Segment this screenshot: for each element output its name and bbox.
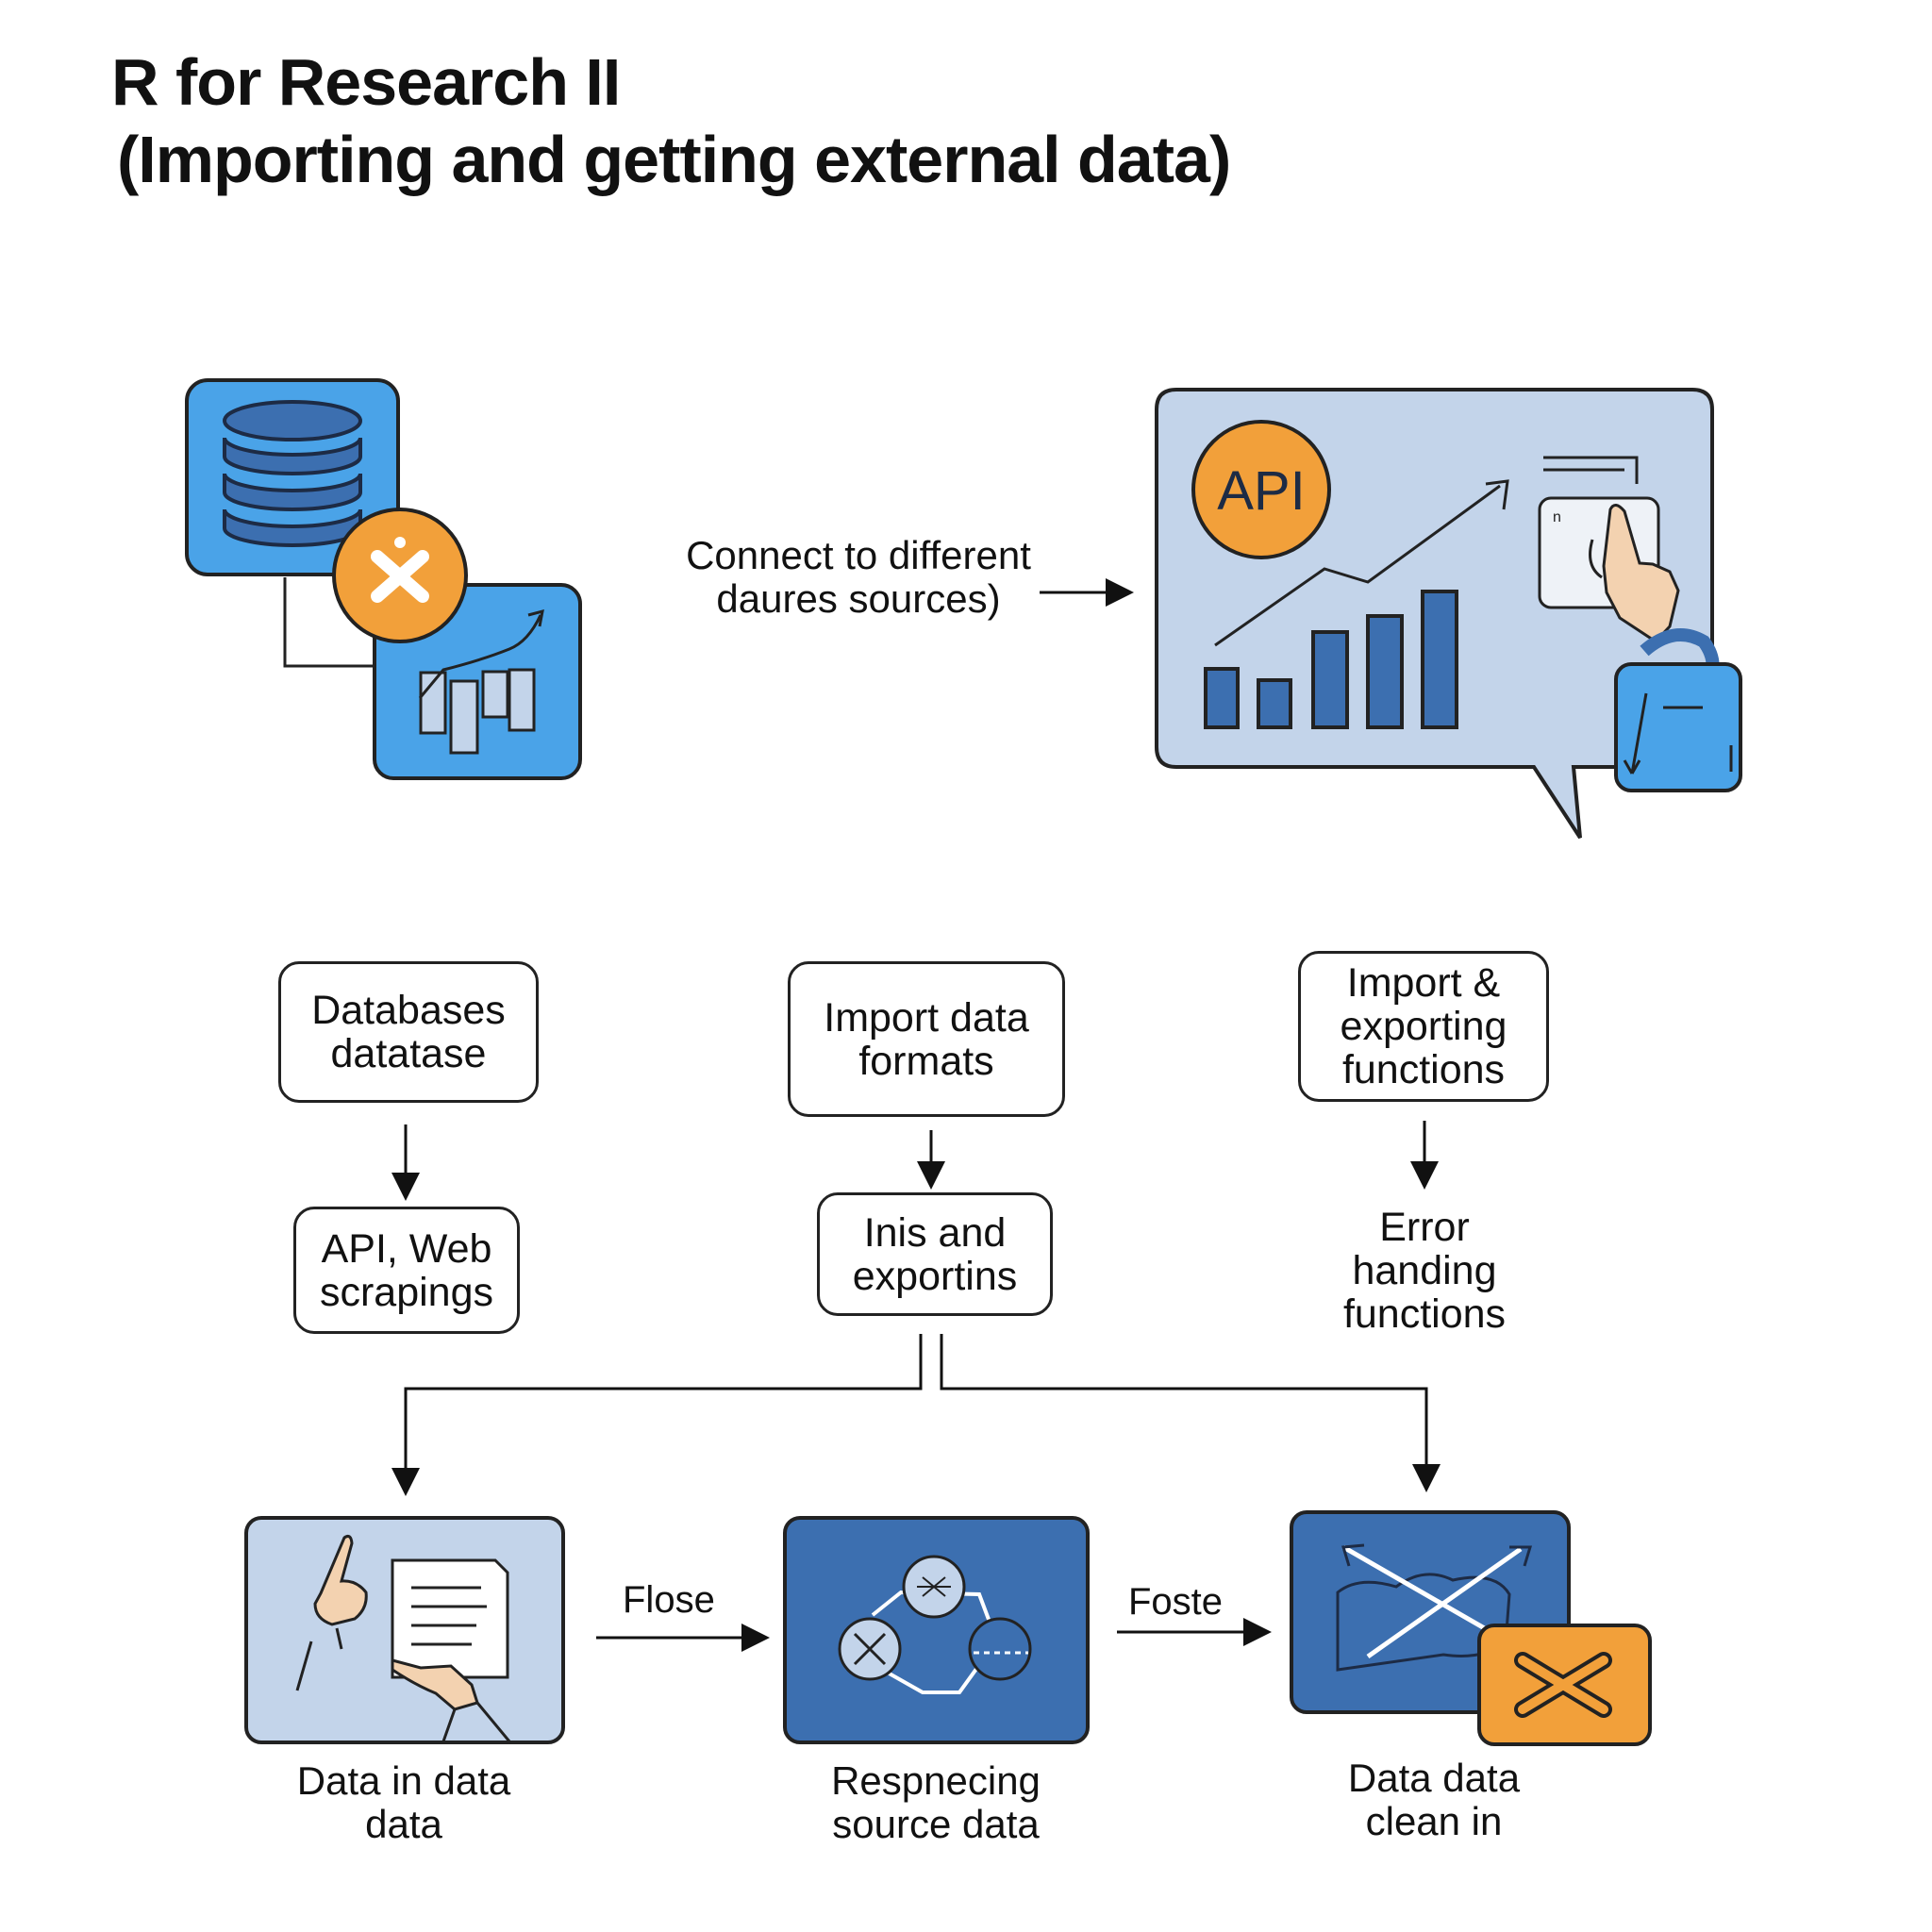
svg-text:n: n — [1553, 509, 1561, 525]
respnecing-card — [783, 1516, 1090, 1744]
data-in-caption: Data in data data — [253, 1759, 555, 1846]
api-web-box-line-1: API, Web — [321, 1225, 492, 1272]
title-line-2: (Importing and getting external data) — [117, 123, 1231, 196]
inis-exportins-line-2: exportins — [852, 1253, 1018, 1299]
bag-icon — [1614, 628, 1742, 792]
data-clean-caption-line-2: clean in — [1365, 1799, 1503, 1843]
error-handing-line-3: functions — [1342, 1291, 1507, 1337]
api-badge-icon: API — [1191, 420, 1331, 559]
close-icon — [332, 508, 468, 643]
api-web-box: API, Web scrapings — [293, 1207, 520, 1334]
split-connector — [391, 1334, 1441, 1496]
connector-line — [283, 577, 375, 668]
databases-box-line-2: datatase — [330, 1031, 487, 1076]
data-clean-caption: Data data clean in — [1292, 1757, 1575, 1843]
import-exporting-line-1: Import & — [1346, 960, 1501, 1006]
data-in-card — [244, 1516, 565, 1744]
connect-label: Connect to different daures sources) — [660, 534, 1057, 621]
respnecing-caption: Respnecing source data — [785, 1759, 1087, 1846]
api-badge-text: API — [1217, 460, 1306, 522]
page-title: R for Research II (Importing and getting… — [111, 43, 1231, 198]
database-icon — [185, 378, 400, 576]
close-badge-icon — [1477, 1624, 1652, 1746]
databases-box: Databases datatase — [278, 961, 539, 1103]
import-formats-line-1: Import data — [824, 994, 1029, 1041]
connect-line-1: Connect to different — [686, 533, 1031, 577]
error-handing-line-2: handing — [1352, 1248, 1497, 1293]
inis-exportins-box: Inis and exportins — [817, 1192, 1053, 1316]
error-handing-text: Error handing functions — [1311, 1206, 1538, 1336]
respnecing-caption-line-2: source data — [832, 1802, 1040, 1846]
import-exporting-box: Import & exporting functions — [1298, 951, 1549, 1102]
data-clean-caption-line-1: Data data — [1347, 1756, 1521, 1800]
flose-label: Flose — [623, 1579, 715, 1621]
data-in-caption-line-1: Data in data — [296, 1758, 511, 1803]
foste-label: Foste — [1128, 1581, 1224, 1623]
data-in-caption-line-2: data — [365, 1802, 442, 1846]
bar-chart-icon — [1204, 479, 1509, 729]
respnecing-caption-line-1: Respnecing — [831, 1758, 1041, 1803]
import-exporting-line-3: functions — [1341, 1047, 1506, 1092]
databases-box-line-1: Databases — [311, 988, 506, 1033]
inis-exportins-line-1: Inis and — [863, 1209, 1007, 1256]
import-formats-line-2: formats — [858, 1038, 994, 1084]
title-line-1: R for Research II — [111, 45, 621, 119]
connect-line-2: daures sources) — [716, 576, 1001, 621]
api-web-box-line-2: scrapings — [319, 1269, 494, 1315]
import-exporting-line-2: exporting — [1340, 1004, 1507, 1049]
error-handing-line-1: Error — [1379, 1205, 1470, 1250]
import-formats-box: Import data formats — [788, 961, 1065, 1117]
